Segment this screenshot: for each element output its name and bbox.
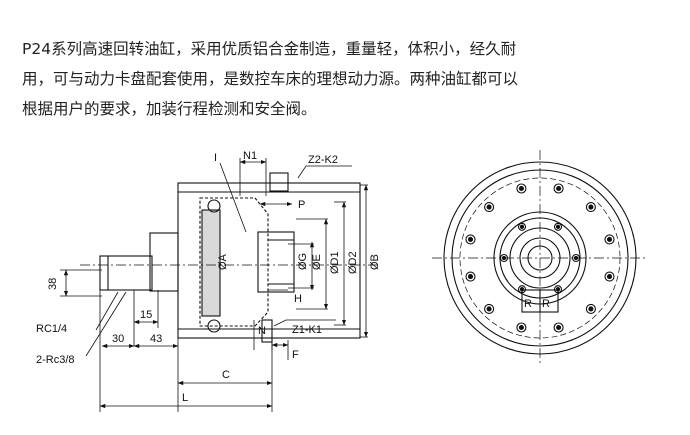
label-Z1K1: Z1-K1 (292, 324, 322, 336)
label-38: 38 (47, 278, 59, 290)
label-E: ØE (311, 254, 323, 270)
label-P: P (298, 199, 305, 211)
label-L: L (182, 392, 188, 404)
labels: I N1 Z2-K2 P ØA ØG ØE ØD1 ØD2 ØB H N Z1-… (36, 150, 381, 404)
label-A: ØA (217, 253, 229, 270)
inner-bolt-hole (571, 253, 581, 263)
bolt-top (269, 172, 289, 192)
label-30: 30 (112, 333, 124, 345)
label-D2: ØD2 (347, 251, 359, 274)
outer-bolt-hole-center (486, 204, 492, 210)
front-view (432, 150, 648, 366)
label-F: F (292, 349, 299, 361)
label-R-left: R (524, 298, 532, 310)
description-line: 用，可与动力卡盘配套使用，是数控车床的理想动力源。两种油缸都可以 (22, 70, 519, 88)
outer-bolt-hole-center (588, 306, 594, 312)
outer-bolt-hole (585, 303, 596, 314)
label-H: H (294, 293, 302, 305)
outer-bolt-hole-center (606, 274, 613, 280)
label-I: I (214, 152, 217, 164)
outer-bolt-hole-center (467, 274, 474, 280)
outer-bolt-hole-center (556, 185, 562, 192)
outer-bolt-hole-center (467, 236, 474, 242)
piston-flange (199, 197, 269, 327)
inner-bolt-hole (499, 253, 509, 263)
description-text: P24系列高速回转油缸，采用优质铝合金制造，重量轻，体积小，经久耐 用，可与动力… (22, 34, 677, 124)
label-N1: N1 (243, 150, 257, 162)
outer-bolt-holes (465, 183, 615, 333)
label-Z2K2: Z2-K2 (308, 154, 338, 166)
outer-bolt-hole-center (588, 204, 594, 210)
outer-bolt-hole (553, 183, 564, 194)
outer-bolt-hole (604, 271, 615, 282)
front-labels: R R (524, 298, 550, 310)
outer-bolt-hole (585, 202, 596, 213)
inner-bolt-hole-center (501, 255, 507, 261)
label-B: ØB (369, 254, 381, 270)
inner-bolt-hole (553, 222, 563, 231)
inner-bolt-hole-center (555, 224, 561, 229)
outer-bolt-hole (465, 234, 476, 245)
label-rc14: RC1/4 (36, 323, 67, 335)
outer-bolt-hole-center (486, 306, 492, 312)
outer-bolt-hole (484, 303, 495, 314)
outer-bolt-hole-center (518, 324, 524, 331)
outer-bolt-hole (604, 234, 615, 245)
distributor-shaft (99, 255, 153, 291)
label-N: N (258, 325, 266, 337)
rear-boss (149, 232, 179, 292)
outer-bolt-hole (516, 322, 527, 333)
dimension-lines (60, 158, 369, 412)
outer-bolt-hole (516, 183, 527, 194)
label-rc38: 2-Rc3/8 (36, 354, 75, 366)
outer-bolt-hole (465, 271, 476, 282)
inner-bolt-hole-center (573, 255, 579, 261)
description-line: P24系列高速回转油缸，采用优质铝合金制造，重量轻，体积小，经久耐 (22, 40, 517, 58)
outer-bolt-hole (484, 202, 495, 213)
description-line: 根据用户的要求，加装行程检测和安全阀。 (22, 100, 317, 118)
inner-bolt-hole-center (519, 224, 525, 229)
side-view (80, 172, 380, 343)
label-15: 15 (140, 309, 152, 321)
inner-bore (257, 231, 295, 293)
inner-bolt-hole (517, 222, 527, 231)
label-C: C (222, 369, 230, 381)
outer-bolt-hole (553, 322, 564, 333)
label-D1: ØD1 (329, 251, 341, 274)
outer-bolt-hole-center (606, 236, 613, 242)
label-43: 43 (150, 333, 162, 345)
outer-bolt-hole-center (556, 324, 562, 331)
label-R-right: R (542, 298, 550, 310)
label-G: ØG (297, 253, 309, 270)
outer-bolt-hole-center (518, 185, 524, 192)
